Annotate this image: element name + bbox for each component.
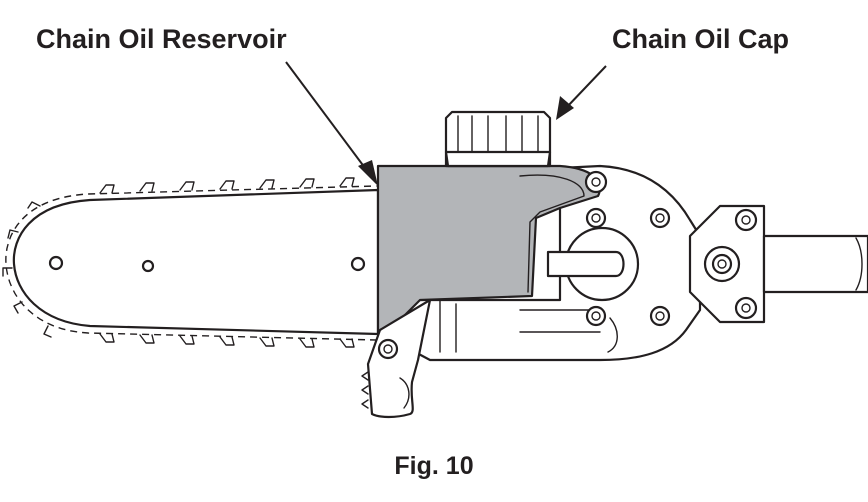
gear-housing (398, 164, 702, 362)
guide-bar (12, 188, 380, 336)
shaft-coupler (688, 204, 766, 324)
housing-screws (585, 207, 671, 327)
figure-caption: Fig. 10 (394, 452, 474, 480)
reservoir-label: Chain Oil Reservoir (36, 24, 287, 54)
chain-oil-cap (444, 110, 552, 168)
front-hook (361, 298, 432, 419)
tension-slot (546, 250, 625, 278)
leader-cap (556, 65, 607, 120)
cap-label: Chain Oil Cap (612, 24, 790, 54)
chain-oil-reservoir (376, 164, 608, 342)
pole-shaft (762, 234, 868, 294)
saw-chain (2, 177, 377, 348)
leader-reservoir (285, 61, 378, 186)
